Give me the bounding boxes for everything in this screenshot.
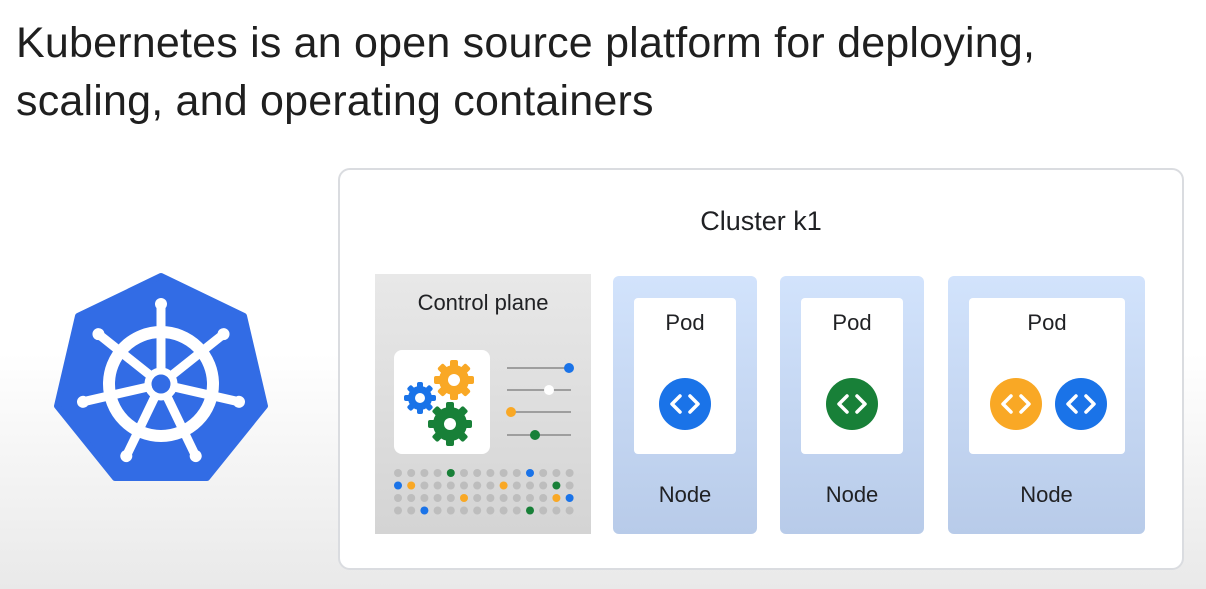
cluster-label: Cluster k1	[700, 206, 822, 236]
grid-dot	[433, 469, 442, 477]
sliders-icon	[503, 360, 575, 444]
grid-dot	[433, 506, 442, 515]
grid-dot	[420, 481, 429, 490]
control-plane: Control plane	[375, 274, 591, 534]
code-brackets-icon	[990, 378, 1042, 430]
grid-dot	[394, 506, 402, 515]
grid-dot	[526, 494, 534, 502]
grid-dot	[394, 494, 402, 502]
grid-dot	[420, 494, 429, 502]
grid-dot	[407, 469, 416, 477]
grid-dot	[526, 481, 534, 490]
grid-dot	[565, 469, 574, 477]
container-icon	[826, 378, 878, 430]
grid-dot	[486, 481, 495, 490]
title-line-1: Kubernetes is an open source platform fo…	[16, 19, 1036, 67]
grid-dot	[446, 494, 455, 502]
grid-dot	[473, 469, 482, 477]
code-brackets-icon	[826, 378, 878, 430]
grid-dot	[460, 481, 468, 490]
grid-dot	[512, 481, 521, 490]
grid-dot	[460, 494, 468, 502]
grid-dot	[512, 506, 521, 515]
grid-dot	[420, 469, 429, 477]
code-brackets-icon	[1055, 378, 1107, 430]
grid-dot	[565, 506, 574, 515]
grid-dot	[486, 506, 495, 515]
node-label: Node	[825, 482, 879, 507]
grid-dot	[565, 494, 574, 502]
grid-dot	[407, 506, 416, 515]
grid-dot	[394, 469, 402, 477]
title-line-2: scaling, and operating containers	[16, 77, 654, 125]
kubernetes-logo	[52, 272, 270, 484]
gears-card	[394, 350, 490, 454]
node-3: Pod Node	[948, 276, 1145, 534]
grid-dot	[565, 481, 574, 490]
grid-dot	[539, 469, 548, 477]
grid-dot	[473, 481, 482, 490]
grid-dot	[499, 469, 508, 477]
container-icon	[659, 378, 711, 430]
pod-3: Pod	[969, 298, 1125, 454]
pod-label: Pod	[832, 310, 872, 335]
grid-dot	[539, 506, 548, 515]
grid-dot	[512, 469, 521, 477]
grid-dot	[539, 494, 548, 502]
pod-label: Pod	[665, 310, 705, 335]
grid-dot	[499, 481, 508, 490]
grid-dot	[486, 469, 495, 477]
node-label: Node	[658, 482, 712, 507]
grid-dot	[446, 506, 455, 515]
node-2: Pod Node	[780, 276, 924, 534]
grid-dot	[473, 506, 482, 515]
grid-dot	[552, 506, 561, 515]
grid-dot	[433, 494, 442, 502]
grid-dot	[433, 481, 442, 490]
grid-dot	[460, 469, 468, 477]
dot-grid-icon	[393, 468, 577, 516]
grid-dot	[552, 481, 561, 490]
grid-dot	[446, 481, 455, 490]
grid-dot	[499, 494, 508, 502]
container-icon	[1055, 378, 1107, 430]
grid-dot	[460, 506, 468, 515]
control-plane-label: Control plane	[417, 290, 549, 315]
grid-dot	[526, 506, 534, 515]
grid-dot	[552, 494, 561, 502]
grid-dot	[473, 494, 482, 502]
grid-dot	[394, 481, 402, 490]
grid-dot	[539, 481, 548, 490]
code-brackets-icon	[659, 378, 711, 430]
grid-dot	[499, 506, 508, 515]
kubernetes-helm-wheel-icon	[54, 273, 268, 481]
grid-dot	[446, 469, 455, 477]
grid-dot	[512, 494, 521, 502]
grid-dot	[486, 494, 495, 502]
pod-2: Pod	[801, 298, 903, 454]
grid-dot	[420, 506, 429, 515]
grid-dot	[526, 469, 534, 477]
grid-dot	[552, 469, 561, 477]
page-title: Kubernetes is an open source platform fo…	[16, 14, 1166, 130]
node-label: Node	[1020, 482, 1073, 507]
pod-1: Pod	[634, 298, 736, 454]
container-icon	[990, 378, 1042, 430]
pod-label: Pod	[1027, 310, 1067, 335]
gears-icon	[404, 360, 474, 446]
node-1: Pod Node	[613, 276, 757, 534]
grid-dot	[407, 481, 416, 490]
grid-dot	[407, 494, 416, 502]
